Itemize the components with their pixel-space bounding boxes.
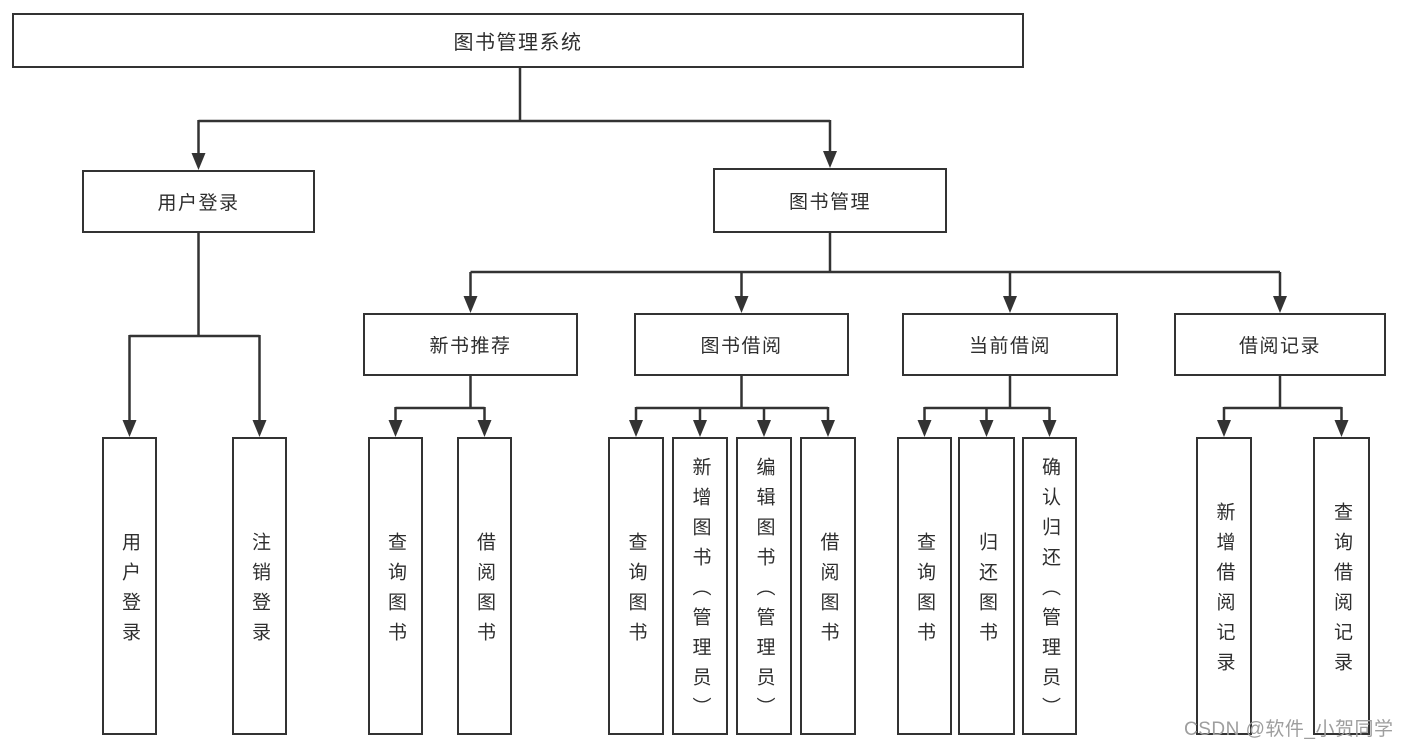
arrowheads-level2 — [191, 151, 837, 170]
connector-borrow-record-children — [1222, 376, 1343, 422]
node-book-borrowing: 图书借阅 — [634, 313, 849, 376]
node-label: 借阅图书 — [474, 531, 495, 652]
node-label: 查询图书 — [625, 531, 647, 652]
connector-book-mgmt-to-level3 — [469, 233, 1282, 298]
node-label: 用户登录 — [157, 193, 240, 214]
node-label: 图书管理 — [788, 192, 871, 213]
node-user-login: 用户登录 — [82, 170, 315, 233]
leaf-edit-books-admin: 编辑图书（管理员） — [736, 437, 792, 735]
connector-current-borrow-children — [923, 376, 1051, 422]
arrowheads-current-borrow-children — [917, 420, 1057, 437]
node-label: 图书借阅 — [700, 336, 783, 357]
node-label: 新书推荐 — [429, 336, 512, 357]
leaf-query-books-borrowing: 查询图书 — [608, 437, 664, 735]
node-label: 借阅图书 — [817, 531, 839, 652]
node-label: 图书管理系统 — [453, 32, 583, 54]
arrowheads-user-login-children — [122, 420, 267, 437]
connector-user-login-children — [128, 233, 261, 422]
node-root-library-system: 图书管理系统 — [12, 13, 1024, 68]
leaf-borrow-books: 借阅图书 — [800, 437, 856, 735]
node-book-management: 图书管理 — [713, 168, 947, 233]
arrowheads-level3 — [463, 296, 1287, 313]
leaf-logout: 注销登录 — [232, 437, 287, 735]
leaf-confirm-return-admin: 确认归还（管理员） — [1022, 437, 1077, 735]
arrowheads-book-borrow-children — [629, 420, 835, 437]
arrowheads-new-book-children — [388, 420, 492, 437]
leaf-add-books-admin: 新增图书（管理员） — [672, 437, 728, 735]
leaf-add-borrow-record: 新增借阅记录 — [1196, 437, 1252, 735]
node-label: 注销登录 — [249, 531, 270, 652]
leaf-user-login: 用户登录 — [102, 437, 157, 735]
node-label: 归还图书 — [976, 531, 997, 652]
connector-root-to-level2 — [197, 68, 832, 155]
node-label: 新增图书（管理员） — [689, 456, 711, 727]
leaf-return-books: 归还图书 — [958, 437, 1015, 735]
leaf-query-books-recommend: 查询图书 — [368, 437, 423, 735]
node-borrow-records: 借阅记录 — [1174, 313, 1386, 376]
connector-new-book-children — [394, 376, 486, 422]
csdn-watermark: CSDN @软件_小贺同学 — [1184, 719, 1394, 740]
node-new-book-recommend: 新书推荐 — [363, 313, 578, 376]
node-label: 编辑图书（管理员） — [753, 456, 775, 727]
node-label: 确认归还（管理员） — [1039, 456, 1060, 727]
arrowheads-borrow-record-children — [1217, 420, 1349, 437]
node-label: 用户登录 — [119, 531, 140, 652]
node-label: 当前借阅 — [968, 336, 1051, 357]
node-label: 借阅记录 — [1238, 336, 1321, 357]
node-label: 查询借阅记录 — [1331, 501, 1352, 682]
node-current-borrowing: 当前借阅 — [902, 313, 1118, 376]
node-label: 查询图书 — [914, 531, 935, 652]
connector-book-borrow-children — [634, 376, 830, 422]
leaf-borrow-books-recommend: 借阅图书 — [457, 437, 512, 735]
leaf-query-books-current: 查询图书 — [897, 437, 952, 735]
node-label: 查询图书 — [385, 531, 406, 652]
node-label: 新增借阅记录 — [1213, 501, 1235, 682]
leaf-query-borrow-record: 查询借阅记录 — [1313, 437, 1370, 735]
